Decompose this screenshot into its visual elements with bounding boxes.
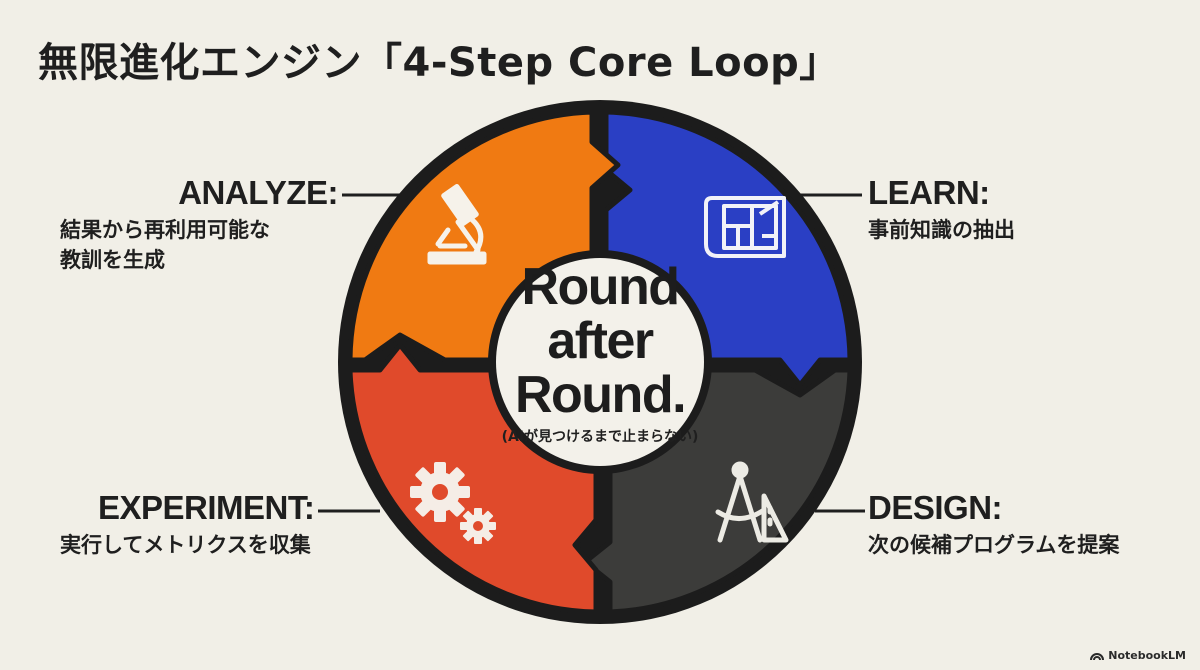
step-design-head: DESIGN: [868, 489, 1003, 526]
step-learn-head: LEARN: [868, 174, 990, 211]
step-experiment-desc: 実行してメトリクスを収集 [60, 533, 311, 557]
center-subtitle: (AIが見つけるまで止まらない) [501, 429, 699, 445]
page-title: 無限進化エンジン「4-Step Core Loop」 [38, 40, 840, 86]
step-learn: LEARN: 事前知識の抽出 [868, 175, 1015, 245]
step-experiment: EXPERIMENT: 実行してメトリクスを収集 [60, 489, 315, 560]
center-circle [496, 258, 704, 466]
center-line-1: Round [521, 258, 680, 316]
center-line-2: after [547, 312, 654, 370]
blueprint-icon [704, 196, 786, 258]
step-analyze-head: ANALYZE: [178, 174, 338, 211]
step-analyze-desc-1: 結果から再利用可能な [60, 218, 270, 242]
center-line-3: Round. [514, 366, 687, 424]
compass-ruler-icon [715, 461, 789, 543]
step-experiment-head: EXPERIMENT: [98, 489, 315, 526]
step-analyze-desc-2: 教訓を生成 [60, 248, 165, 272]
step-design: DESIGN: 次の候補プログラムを提案 [868, 490, 1119, 560]
center-caption: Round after Round. (AIが見つけるまで止まらない) [470, 260, 730, 446]
step-analyze: ANALYZE: 結果から再利用可能な 教訓を生成 [60, 174, 339, 275]
microscope-icon [427, 183, 487, 265]
gears-icon [410, 462, 496, 544]
notebooklm-logo-icon [1090, 652, 1105, 660]
brand-label: NotebookLM [1108, 649, 1186, 662]
brand-badge: NotebookLM [1090, 649, 1186, 662]
step-design-desc: 次の候補プログラムを提案 [868, 533, 1120, 557]
step-learn-desc: 事前知識の抽出 [868, 218, 1015, 242]
